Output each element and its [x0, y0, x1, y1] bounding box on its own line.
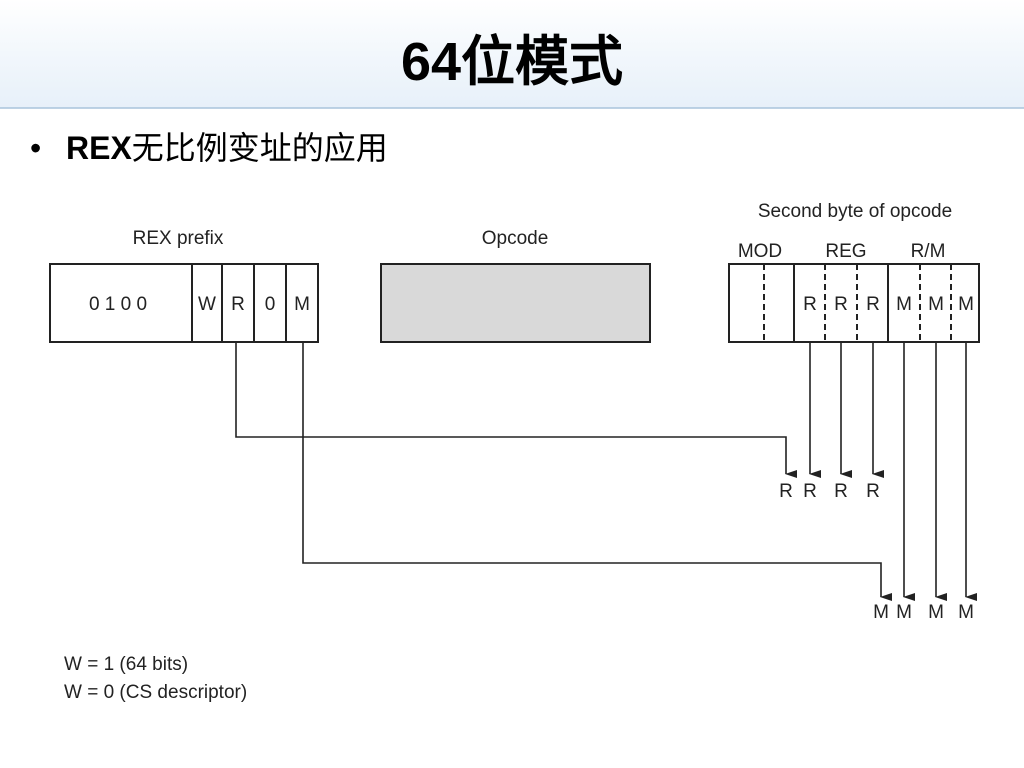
- legend-w1: W = 1 (64 bits): [64, 654, 188, 675]
- r-output-4: R: [866, 481, 880, 502]
- rex-r-connector: [235, 342, 797, 478]
- m-output-4: M: [958, 602, 974, 623]
- rm-cell-3: M: [958, 294, 974, 315]
- m-output-1: M: [873, 602, 889, 623]
- bullet-text: 无比例变址的应用: [131, 130, 388, 166]
- rex-m-connector: [302, 342, 892, 601]
- rex-field-r: R: [231, 294, 245, 315]
- rex-prefix-box: [49, 263, 319, 343]
- second-byte-label: Second byte of opcode: [758, 201, 952, 222]
- r-output-3: R: [834, 481, 848, 502]
- second-byte-box: [728, 263, 980, 343]
- reg-cell-2: R: [834, 294, 848, 315]
- group-rm-label: R/M: [911, 241, 946, 262]
- reg-cell-1: R: [803, 294, 817, 315]
- rex-field-w: W: [198, 294, 216, 315]
- r-output-2: R: [803, 481, 817, 502]
- rm-cell-1: M: [896, 294, 912, 315]
- connector-lines: [235, 342, 977, 601]
- opcode-box: [380, 263, 651, 343]
- bullet-dot-icon: •: [30, 130, 42, 166]
- bullet-bold-text: REX: [66, 130, 132, 166]
- rex-field-m: M: [294, 294, 310, 315]
- second-byte-dashed-dividers: [763, 264, 952, 342]
- rex-fixed-bits: 0 1 0 0: [89, 294, 147, 315]
- group-reg-label: REG: [825, 241, 866, 262]
- r-output-1: R: [779, 481, 793, 502]
- m-output-2: M: [896, 602, 912, 623]
- slide-title: 64位模式: [400, 32, 624, 92]
- bullet-item: • REX无比例变址的应用: [30, 128, 388, 168]
- opcode-label: Opcode: [482, 228, 549, 249]
- reg-cell-3: R: [866, 294, 880, 315]
- header-band: [0, 0, 1024, 108]
- rm-cell-2: M: [928, 294, 944, 315]
- rex-field-zero: 0: [265, 294, 276, 315]
- m-output-3: M: [928, 602, 944, 623]
- rex-prefix-label: REX prefix: [133, 228, 224, 249]
- group-mod-label: MOD: [738, 241, 782, 262]
- legend-w0: W = 0 (CS descriptor): [64, 682, 247, 703]
